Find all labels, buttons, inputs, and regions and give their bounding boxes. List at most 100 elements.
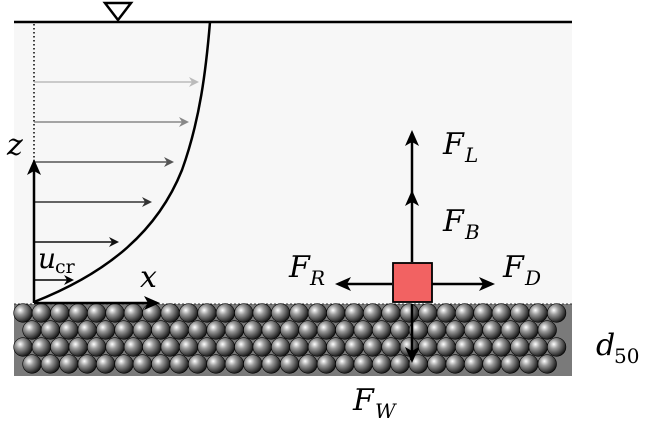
sediment-grain — [114, 354, 134, 374]
u-cr-main: u — [38, 242, 56, 275]
sediment-grain — [105, 337, 125, 357]
sediment-grain — [344, 337, 364, 357]
sediment-grain — [50, 303, 70, 323]
sediment-grain — [363, 337, 383, 357]
sediment-grain — [418, 337, 438, 357]
fb-main: F — [442, 204, 465, 239]
fr-main: F — [288, 250, 311, 285]
sediment-grain — [390, 354, 410, 374]
sediment-grain — [123, 337, 143, 357]
sediment-grain — [528, 337, 548, 357]
sediment-grain — [473, 303, 493, 323]
sediment-grain — [31, 337, 52, 357]
sediment-grain — [179, 303, 199, 323]
sediment-grain — [169, 354, 189, 374]
sediment-grain — [95, 354, 116, 374]
sediment-grain — [243, 320, 263, 340]
sediment-grain — [151, 354, 171, 374]
sediment-grain — [197, 303, 217, 323]
sediment-grain — [427, 354, 447, 374]
d50-subscript: 50 — [614, 344, 639, 368]
sediment-grain — [510, 337, 530, 357]
sediment-grain — [215, 337, 235, 357]
sediment-grain — [86, 337, 107, 357]
sediment-grain — [40, 320, 61, 340]
sediment-grain — [215, 303, 235, 323]
fd-main: F — [502, 250, 525, 285]
sediment-grain — [353, 354, 373, 374]
velocity-profile-curve — [33, 21, 212, 304]
water-surface-triangle-icon — [102, 1, 134, 23]
sediment-grain — [224, 320, 244, 340]
z-axis-label: z — [6, 128, 23, 163]
sediment-grain — [261, 320, 281, 340]
sediment-grain — [335, 354, 355, 374]
sediment-grain — [445, 320, 465, 340]
fw-main: F — [352, 383, 375, 418]
sediment-grain — [528, 303, 548, 323]
sediment-grain — [436, 303, 456, 323]
sediment-grain — [298, 320, 318, 340]
fr-subscript: R — [309, 266, 325, 290]
d50-main: d — [596, 328, 615, 363]
sediment-grain — [280, 354, 300, 374]
sediment-grain — [142, 303, 162, 323]
sediment-grain — [280, 320, 300, 340]
sediment-grain — [206, 320, 226, 340]
fl-subscript: L — [464, 143, 478, 167]
sediment-grain — [491, 303, 512, 323]
sediment-particle — [392, 262, 433, 303]
lift-force-label: F L — [442, 127, 478, 167]
sediment-grain — [252, 337, 272, 357]
sediment-grain — [482, 354, 502, 374]
sediment-grain — [335, 320, 355, 340]
sediment-grain — [289, 337, 309, 357]
weight-force-label: F W — [352, 383, 397, 423]
sediment-grain — [68, 303, 88, 323]
sediment-grain — [491, 337, 512, 357]
sediment-grain — [473, 337, 493, 357]
fl-main: F — [442, 127, 465, 162]
sediment-grain — [436, 337, 456, 357]
sediment-grain — [114, 320, 134, 340]
sediment-grain — [316, 354, 337, 374]
water-region — [14, 22, 572, 304]
sediment-grain — [50, 337, 70, 357]
sediment-grain — [537, 320, 557, 340]
sediment-grain — [95, 320, 116, 340]
sediment-grain — [381, 337, 401, 357]
sediment-grain — [105, 303, 125, 323]
sediment-grain — [22, 320, 42, 340]
sediment-grain — [482, 320, 502, 340]
sediment-grain — [151, 320, 171, 340]
sediment-grain — [363, 303, 383, 323]
sediment-grain — [372, 320, 392, 340]
sediment-grain — [13, 303, 33, 323]
sediment-grain — [399, 303, 420, 323]
sediment-grain — [510, 303, 530, 323]
sediment-grain — [252, 303, 272, 323]
sediment-grain — [188, 320, 208, 340]
sediment-grain — [537, 354, 557, 374]
sediment-grain — [123, 303, 143, 323]
sediment-grain — [132, 354, 152, 374]
sediment-grain — [455, 337, 475, 357]
sediment-grain — [546, 303, 567, 323]
drag-force-label: F D — [502, 250, 541, 290]
sediment-grain — [316, 320, 337, 340]
sediment-grain — [206, 354, 226, 374]
sediment-grain — [546, 337, 567, 357]
sediment-grain — [59, 320, 79, 340]
fd-subscript: D — [524, 266, 541, 290]
sediment-grain — [344, 303, 364, 323]
grain-diameter-label: d 50 — [596, 328, 639, 368]
u-cr-label: u cr — [38, 242, 76, 278]
sediment-grain — [298, 354, 318, 374]
sediment-grain — [77, 320, 97, 340]
sediment-grain — [179, 337, 199, 357]
sediment-grain — [132, 320, 152, 340]
sediment-grain — [307, 337, 328, 357]
sediment-grain — [224, 354, 244, 374]
sediment-grain — [326, 337, 346, 357]
